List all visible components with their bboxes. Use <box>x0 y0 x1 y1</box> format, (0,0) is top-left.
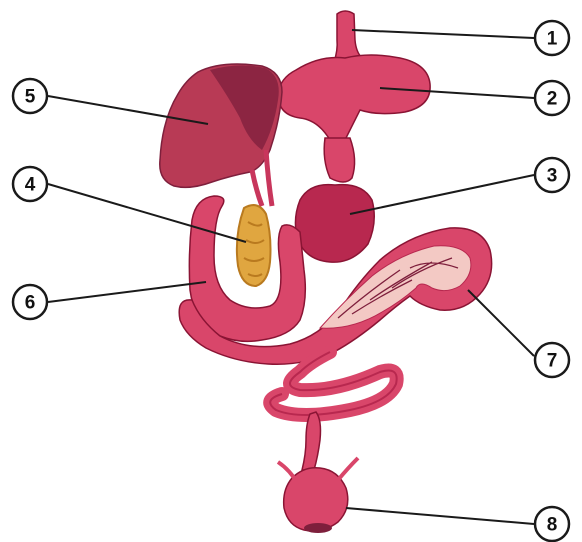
proventriculus <box>324 138 354 182</box>
callout-1-label: 1 <box>547 29 558 50</box>
callout-line-7 <box>468 290 534 356</box>
callout-2-label: 2 <box>547 89 558 110</box>
callout-4-label: 4 <box>25 175 36 196</box>
callout-5: 5 <box>13 79 47 113</box>
gizzard <box>295 185 374 263</box>
callout-3: 3 <box>535 158 569 192</box>
callout-6: 6 <box>13 285 47 319</box>
callout-line-3 <box>350 175 534 214</box>
callout-7-label: 7 <box>547 351 558 372</box>
callout-8-label: 8 <box>547 515 558 536</box>
callout-3-label: 3 <box>547 166 558 187</box>
callout-8: 8 <box>535 507 569 541</box>
callout-6-label: 6 <box>25 293 36 314</box>
cloaca-opening <box>304 523 332 533</box>
cloaca-side-tube-left <box>278 462 298 484</box>
callout-4: 4 <box>13 167 47 201</box>
bile-duct <box>252 170 262 206</box>
bile-duct-2 <box>266 150 272 206</box>
pancreas <box>237 205 271 286</box>
callout-5-label: 5 <box>25 87 36 108</box>
cloaca-side-tube-right <box>338 458 358 480</box>
callout-2: 2 <box>535 81 569 115</box>
callout-line-8 <box>346 508 534 524</box>
crop <box>278 55 430 140</box>
callout-1: 1 <box>535 21 569 55</box>
callout-line-6 <box>48 282 206 302</box>
callout-7: 7 <box>535 343 569 377</box>
esophagus <box>334 11 362 62</box>
callout-line-1 <box>352 30 534 38</box>
